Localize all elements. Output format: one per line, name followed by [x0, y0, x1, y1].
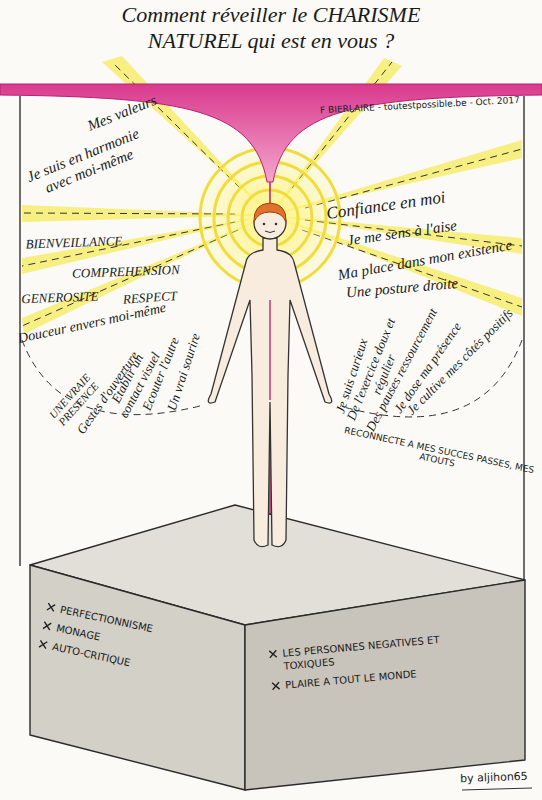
rock — [30, 505, 525, 790]
quality-word: Douceur envers moi-même — [17, 300, 168, 346]
resource-text: RECONNECTE A MES SUCCES PASSES, MES ATOU… — [338, 426, 538, 487]
title: Comment réveiller le CHARISME NATUREL qu… — [121, 2, 421, 54]
quality-word: GENEROSITE — [21, 290, 99, 307]
confidence-text: Confiance en moi — [325, 188, 446, 223]
quality-word: COMPREHENSION — [72, 263, 180, 281]
rock-face: LES PERSONNES NEGATIVES ET TOXIQUESPLAIR… — [268, 629, 493, 719]
confidence-text: Je me sens à l'aise — [346, 217, 458, 249]
signature-underline — [462, 788, 532, 790]
rock-face: PERFECTIONNISMEMONAGEAUTO-CRITIQUE — [29, 600, 194, 718]
signature: by aljihon65 — [460, 771, 528, 785]
value-text: Mes valeurs — [85, 92, 159, 135]
person-figure — [208, 203, 331, 547]
quality-word: BIENVEILLANCE — [25, 234, 122, 252]
author-credit: F BIERLAIRE - toutestpossible.be - Oct. … — [320, 96, 520, 116]
value-text: Je suis en harmonie avec moi-même — [10, 120, 161, 207]
